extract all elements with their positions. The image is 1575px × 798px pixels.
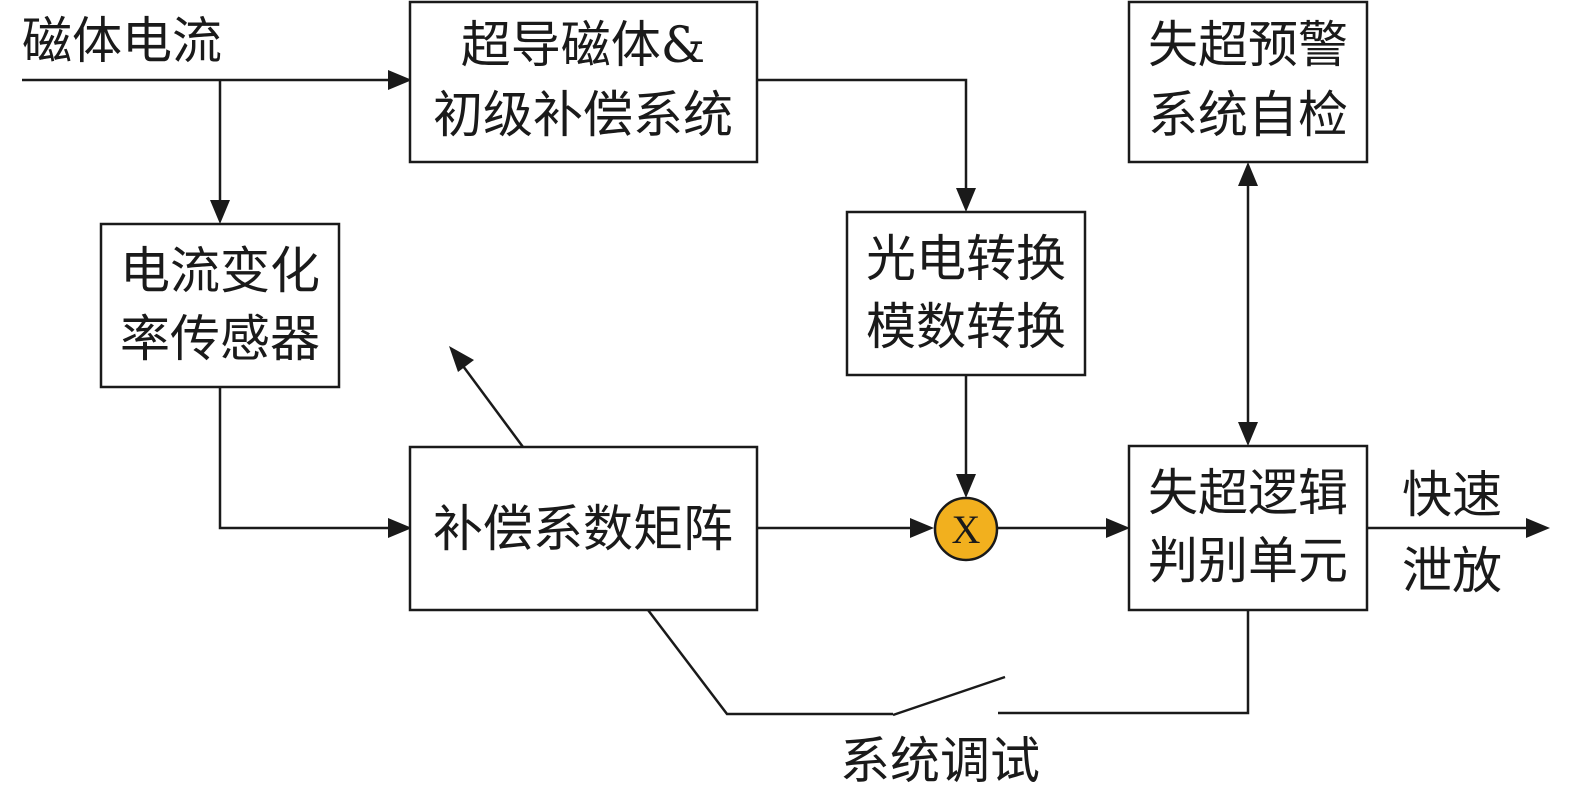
logic-block-line1: 失超逻辑 [1148, 464, 1348, 522]
arrow-to-logic [1106, 518, 1130, 538]
arrow-to-selfcheck [1238, 162, 1258, 186]
arrow-to-matrix [388, 518, 412, 538]
logic-block: 失超逻辑 判别单元 [1127, 444, 1369, 612]
arrow-to-logic-top [1238, 422, 1258, 446]
selfcheck-block-line2: 系统自检 [1148, 86, 1348, 144]
arrow-to-sensor [210, 200, 230, 224]
multiplier-node: X [933, 496, 999, 562]
arrow-to-multiplier-top [956, 474, 976, 498]
multiplier-circle [933, 496, 999, 562]
debug-switch-label: 系统调试 [840, 732, 1040, 790]
output-label-line2: 泄放 [1402, 542, 1502, 600]
sensor-to-matrix-line [218, 387, 390, 530]
converter-block: 光电转换 模数转换 [845, 210, 1087, 377]
arrow-to-multiplier-left [910, 518, 934, 538]
sensor-block-line2: 率传感器 [120, 310, 320, 368]
feedback-right-line [998, 610, 1250, 715]
sensor-block-line1: 电流变化 [120, 242, 320, 300]
selfcheck-block: 失超预警 系统自检 [1127, 0, 1369, 164]
sensor-block: 电流变化 率传感器 [99, 222, 341, 389]
matrix-block: 补偿系数矩阵 [408, 445, 759, 612]
debug-switch-blade [892, 675, 1006, 717]
converter-block-line2: 模数转换 [866, 298, 1066, 356]
multiplier-symbol: X [952, 507, 981, 552]
magnet-block-line1: 超导磁体& [461, 16, 706, 74]
magnet-block-line2: 初级补偿系统 [433, 86, 733, 144]
magnet-block: 超导磁体& 初级补偿系统 [408, 0, 759, 164]
arrow-to-magnet [388, 70, 412, 90]
selfcheck-block-line1: 失超预警 [1148, 16, 1348, 74]
magnet-to-converter-line [757, 78, 968, 190]
adjustment-arrow-line [461, 365, 525, 448]
input-label: 磁体电流 [22, 12, 222, 70]
matrix-block-line1: 补偿系数矩阵 [433, 500, 733, 558]
feedback-left-line [647, 609, 893, 716]
logic-block-line2: 判别单元 [1148, 532, 1348, 590]
adjustment-arrow-head [449, 346, 474, 372]
converter-block-line1: 光电转换 [866, 230, 1066, 288]
arrow-to-converter [956, 188, 976, 212]
output-label-line1: 快速 [1402, 466, 1502, 524]
arrow-output [1526, 518, 1550, 538]
